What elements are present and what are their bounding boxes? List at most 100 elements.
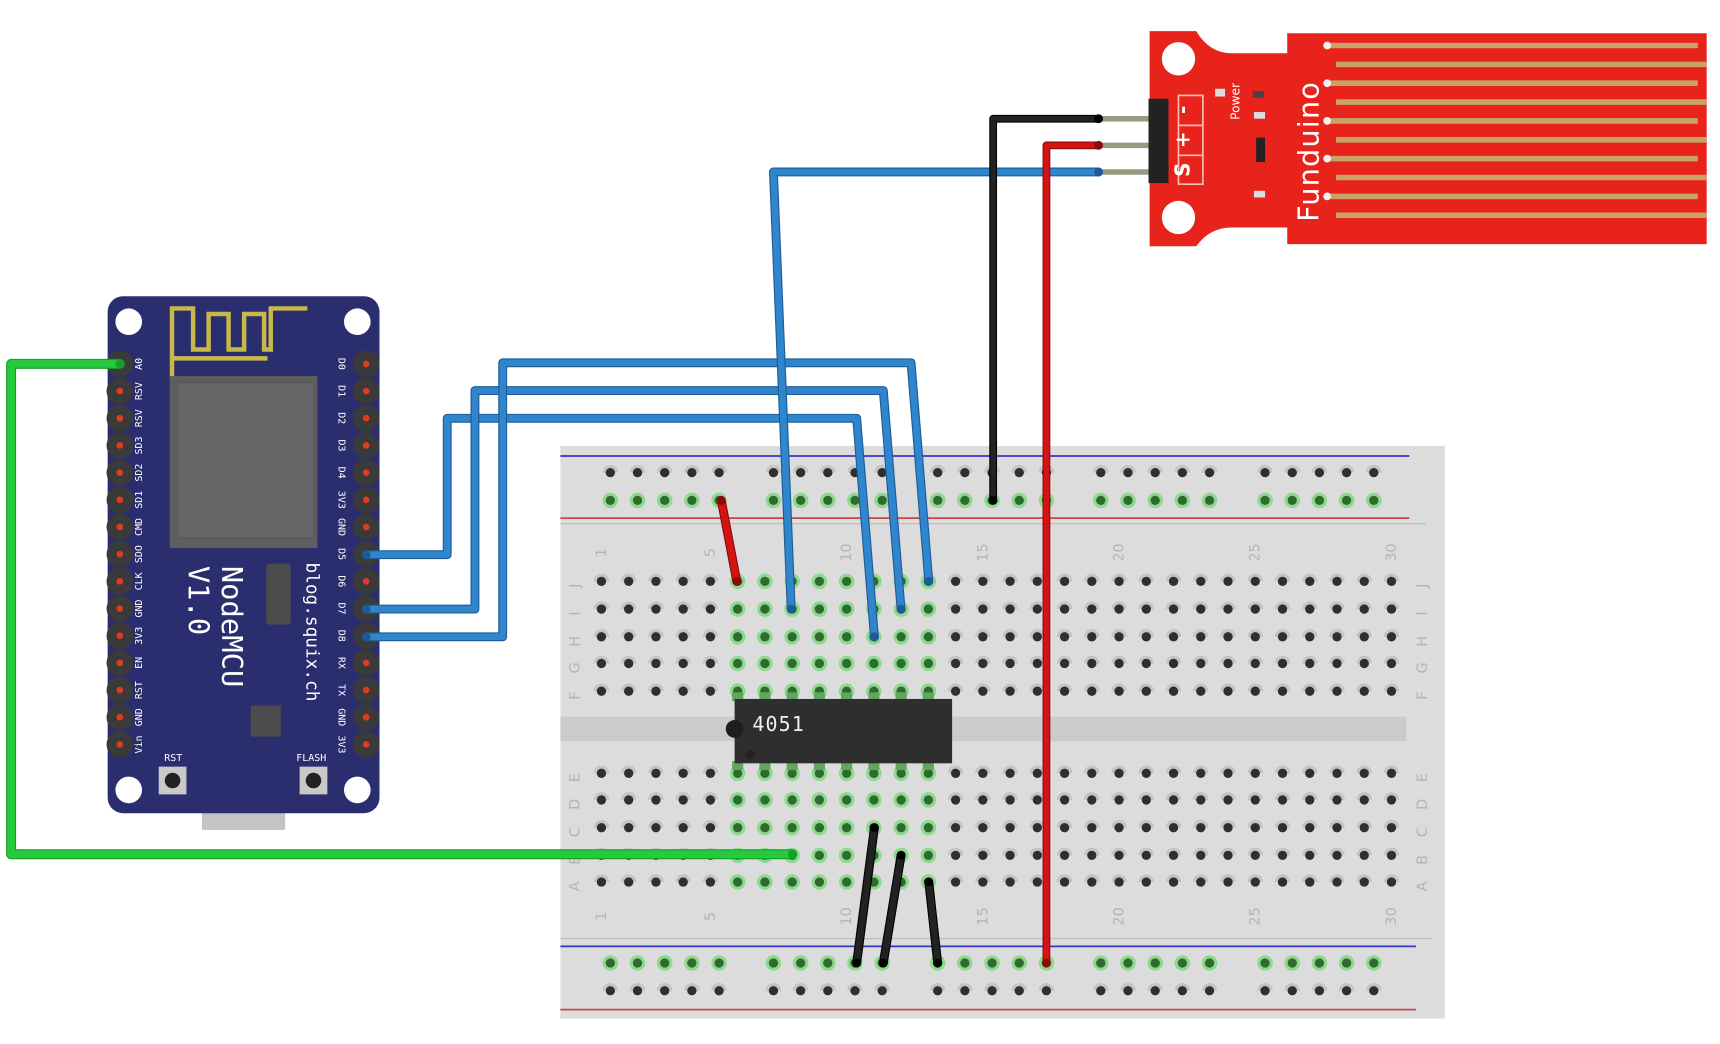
breadboard-hole (593, 601, 610, 614)
breadboard-hole (838, 847, 855, 864)
breadboard-hole (1029, 847, 1046, 861)
hole (1168, 576, 1179, 587)
row-label: F (567, 691, 583, 699)
hole (651, 768, 661, 778)
hole (1177, 958, 1188, 968)
pin-contact (116, 578, 124, 585)
flash-button-cap[interactable] (305, 772, 322, 789)
wifi-antenna-trace (169, 306, 308, 378)
right-pin-label: RX (335, 657, 346, 669)
wire-end (115, 359, 125, 369)
wire-end (361, 550, 371, 560)
breadboard-hole (1356, 601, 1373, 614)
hole (678, 768, 688, 778)
breadboard-hole (1247, 819, 1264, 833)
hole (1341, 986, 1352, 996)
rail-hole (1338, 464, 1355, 478)
breadboard-hole (1383, 765, 1400, 778)
hole (1369, 958, 1379, 968)
hole (1332, 576, 1342, 587)
left-pin-label: RSV (134, 409, 145, 427)
hole (1196, 877, 1206, 887)
wire-blue-d8 (361, 358, 934, 642)
hole (1059, 822, 1070, 833)
rst-button-cap[interactable] (164, 772, 181, 789)
hole (760, 658, 770, 669)
hole (705, 795, 716, 805)
breadboard-hole (1329, 819, 1345, 833)
hole (814, 850, 825, 861)
chip-pin (922, 692, 934, 702)
breadboard-hole (1002, 874, 1018, 887)
rail-hole (684, 955, 700, 971)
hole (841, 822, 852, 833)
hole (1150, 958, 1160, 968)
hole (978, 632, 988, 642)
hole (950, 877, 961, 887)
breadboard-hole (1274, 573, 1291, 587)
hole (1341, 958, 1352, 968)
hole (1059, 686, 1070, 696)
breadboard-hole (648, 601, 664, 614)
breadboard-hole (811, 847, 828, 864)
transistor (1256, 137, 1266, 162)
trace-via (1323, 79, 1332, 88)
breadboard-hole (866, 655, 882, 672)
hole (1359, 795, 1369, 805)
wire-end (1094, 167, 1104, 177)
breadboard-hole (975, 683, 991, 696)
column-label: 5 (703, 912, 719, 921)
breadboard-hole (1084, 792, 1100, 805)
hole (814, 576, 825, 587)
chip-pin (786, 761, 798, 770)
hole (896, 658, 906, 669)
hole (1059, 576, 1070, 587)
hole (923, 822, 934, 833)
breadboard-hole (1165, 874, 1182, 887)
hole (1305, 822, 1315, 833)
rail-hole (1338, 492, 1355, 509)
rail-hole (957, 982, 973, 996)
hole (1369, 467, 1379, 478)
hole (732, 604, 743, 614)
row-label: J (1415, 584, 1431, 589)
hole (1260, 986, 1270, 996)
hole (1314, 986, 1325, 996)
hole (660, 467, 670, 478)
rail-hole (1257, 982, 1273, 996)
rail-hole (1174, 464, 1191, 478)
breadboard-hole (1247, 655, 1264, 669)
breadboard-hole (1002, 573, 1018, 587)
hole (1059, 768, 1070, 778)
hole (768, 467, 779, 478)
breadboard-hole (1165, 629, 1182, 642)
breadboard-hole (784, 874, 800, 890)
hole (950, 576, 961, 587)
hole (869, 795, 879, 805)
breadboard-hole (1247, 683, 1264, 696)
left-pin-label: SDO (134, 545, 145, 563)
rail-hole (1257, 492, 1273, 509)
breadboard-hole (620, 601, 637, 614)
hole (960, 958, 970, 968)
hole (1041, 986, 1052, 996)
rail-hole (711, 464, 727, 478)
wire-black-sensor-gnd (988, 114, 1104, 505)
wire-end (896, 604, 906, 614)
breadboard-hole (702, 874, 719, 887)
breadboard-hole (620, 655, 637, 669)
hole (1168, 822, 1179, 833)
hole (1032, 604, 1042, 614)
nodemcu-credit: blog.squix.ch (301, 562, 321, 701)
hole (978, 877, 988, 887)
breadboard-hole (1084, 874, 1100, 887)
hole (787, 768, 797, 778)
hole (1123, 467, 1133, 478)
hole (869, 768, 879, 778)
breadboard-hole (838, 629, 855, 645)
breadboard-hole (811, 874, 828, 890)
hole (823, 495, 833, 506)
breadboard-hole (1356, 655, 1373, 669)
trace-via (1323, 117, 1332, 125)
hole (1332, 850, 1342, 861)
